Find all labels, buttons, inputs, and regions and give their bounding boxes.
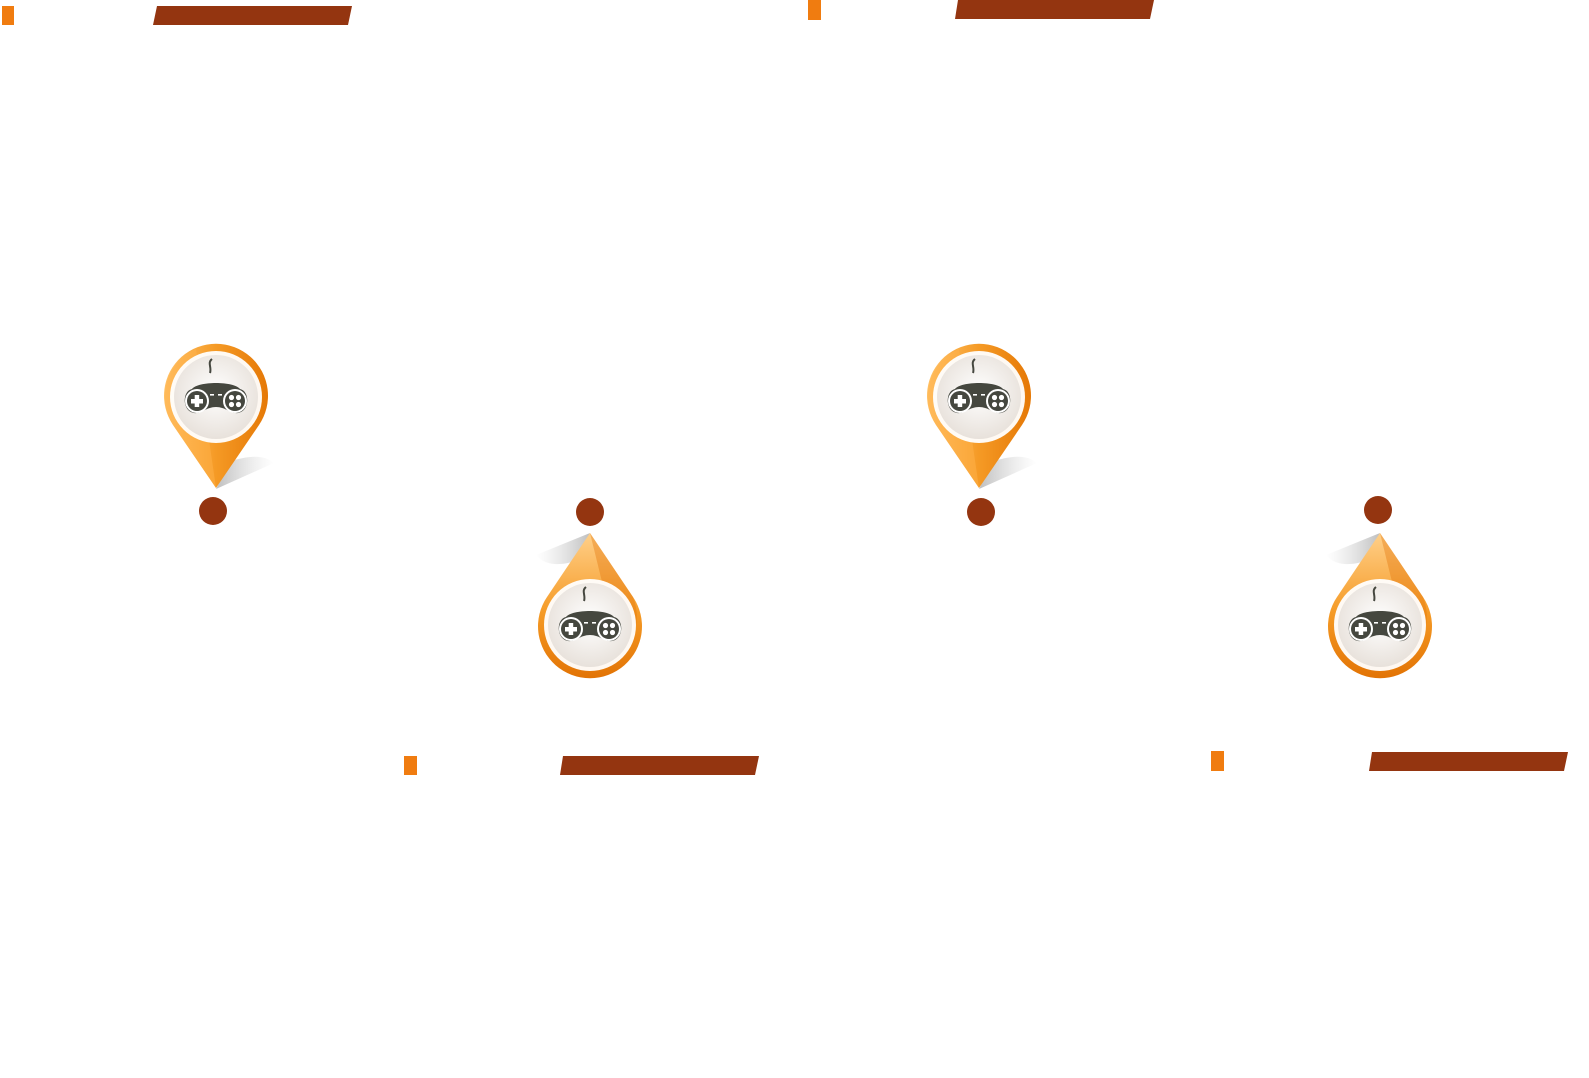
step-2-timeline-dot [576, 498, 604, 526]
step-4 [1211, 496, 1568, 771]
step-2 [404, 498, 759, 775]
step-4-timeline-dot [1364, 496, 1392, 524]
step-3-timeline-dot [967, 498, 995, 526]
step-4-marker-square [1211, 751, 1224, 771]
step-1-map-pin-icon [164, 343, 274, 489]
step-1-title-bar [153, 6, 352, 25]
step-3-map-pin-icon [927, 343, 1037, 489]
step-1-marker-square [2, 6, 14, 25]
step-3-marker-square [808, 0, 821, 20]
step-3-title-bar [955, 0, 1154, 19]
step-2-map-pin-icon [536, 533, 642, 679]
step-1 [2, 6, 352, 525]
step-1-timeline-dot [199, 497, 227, 525]
step-3 [808, 0, 1154, 526]
step-4-map-pin-icon [1326, 533, 1432, 679]
step-2-title-bar [560, 756, 759, 775]
step-4-title-bar [1369, 752, 1568, 771]
step-2-marker-square [404, 756, 417, 775]
